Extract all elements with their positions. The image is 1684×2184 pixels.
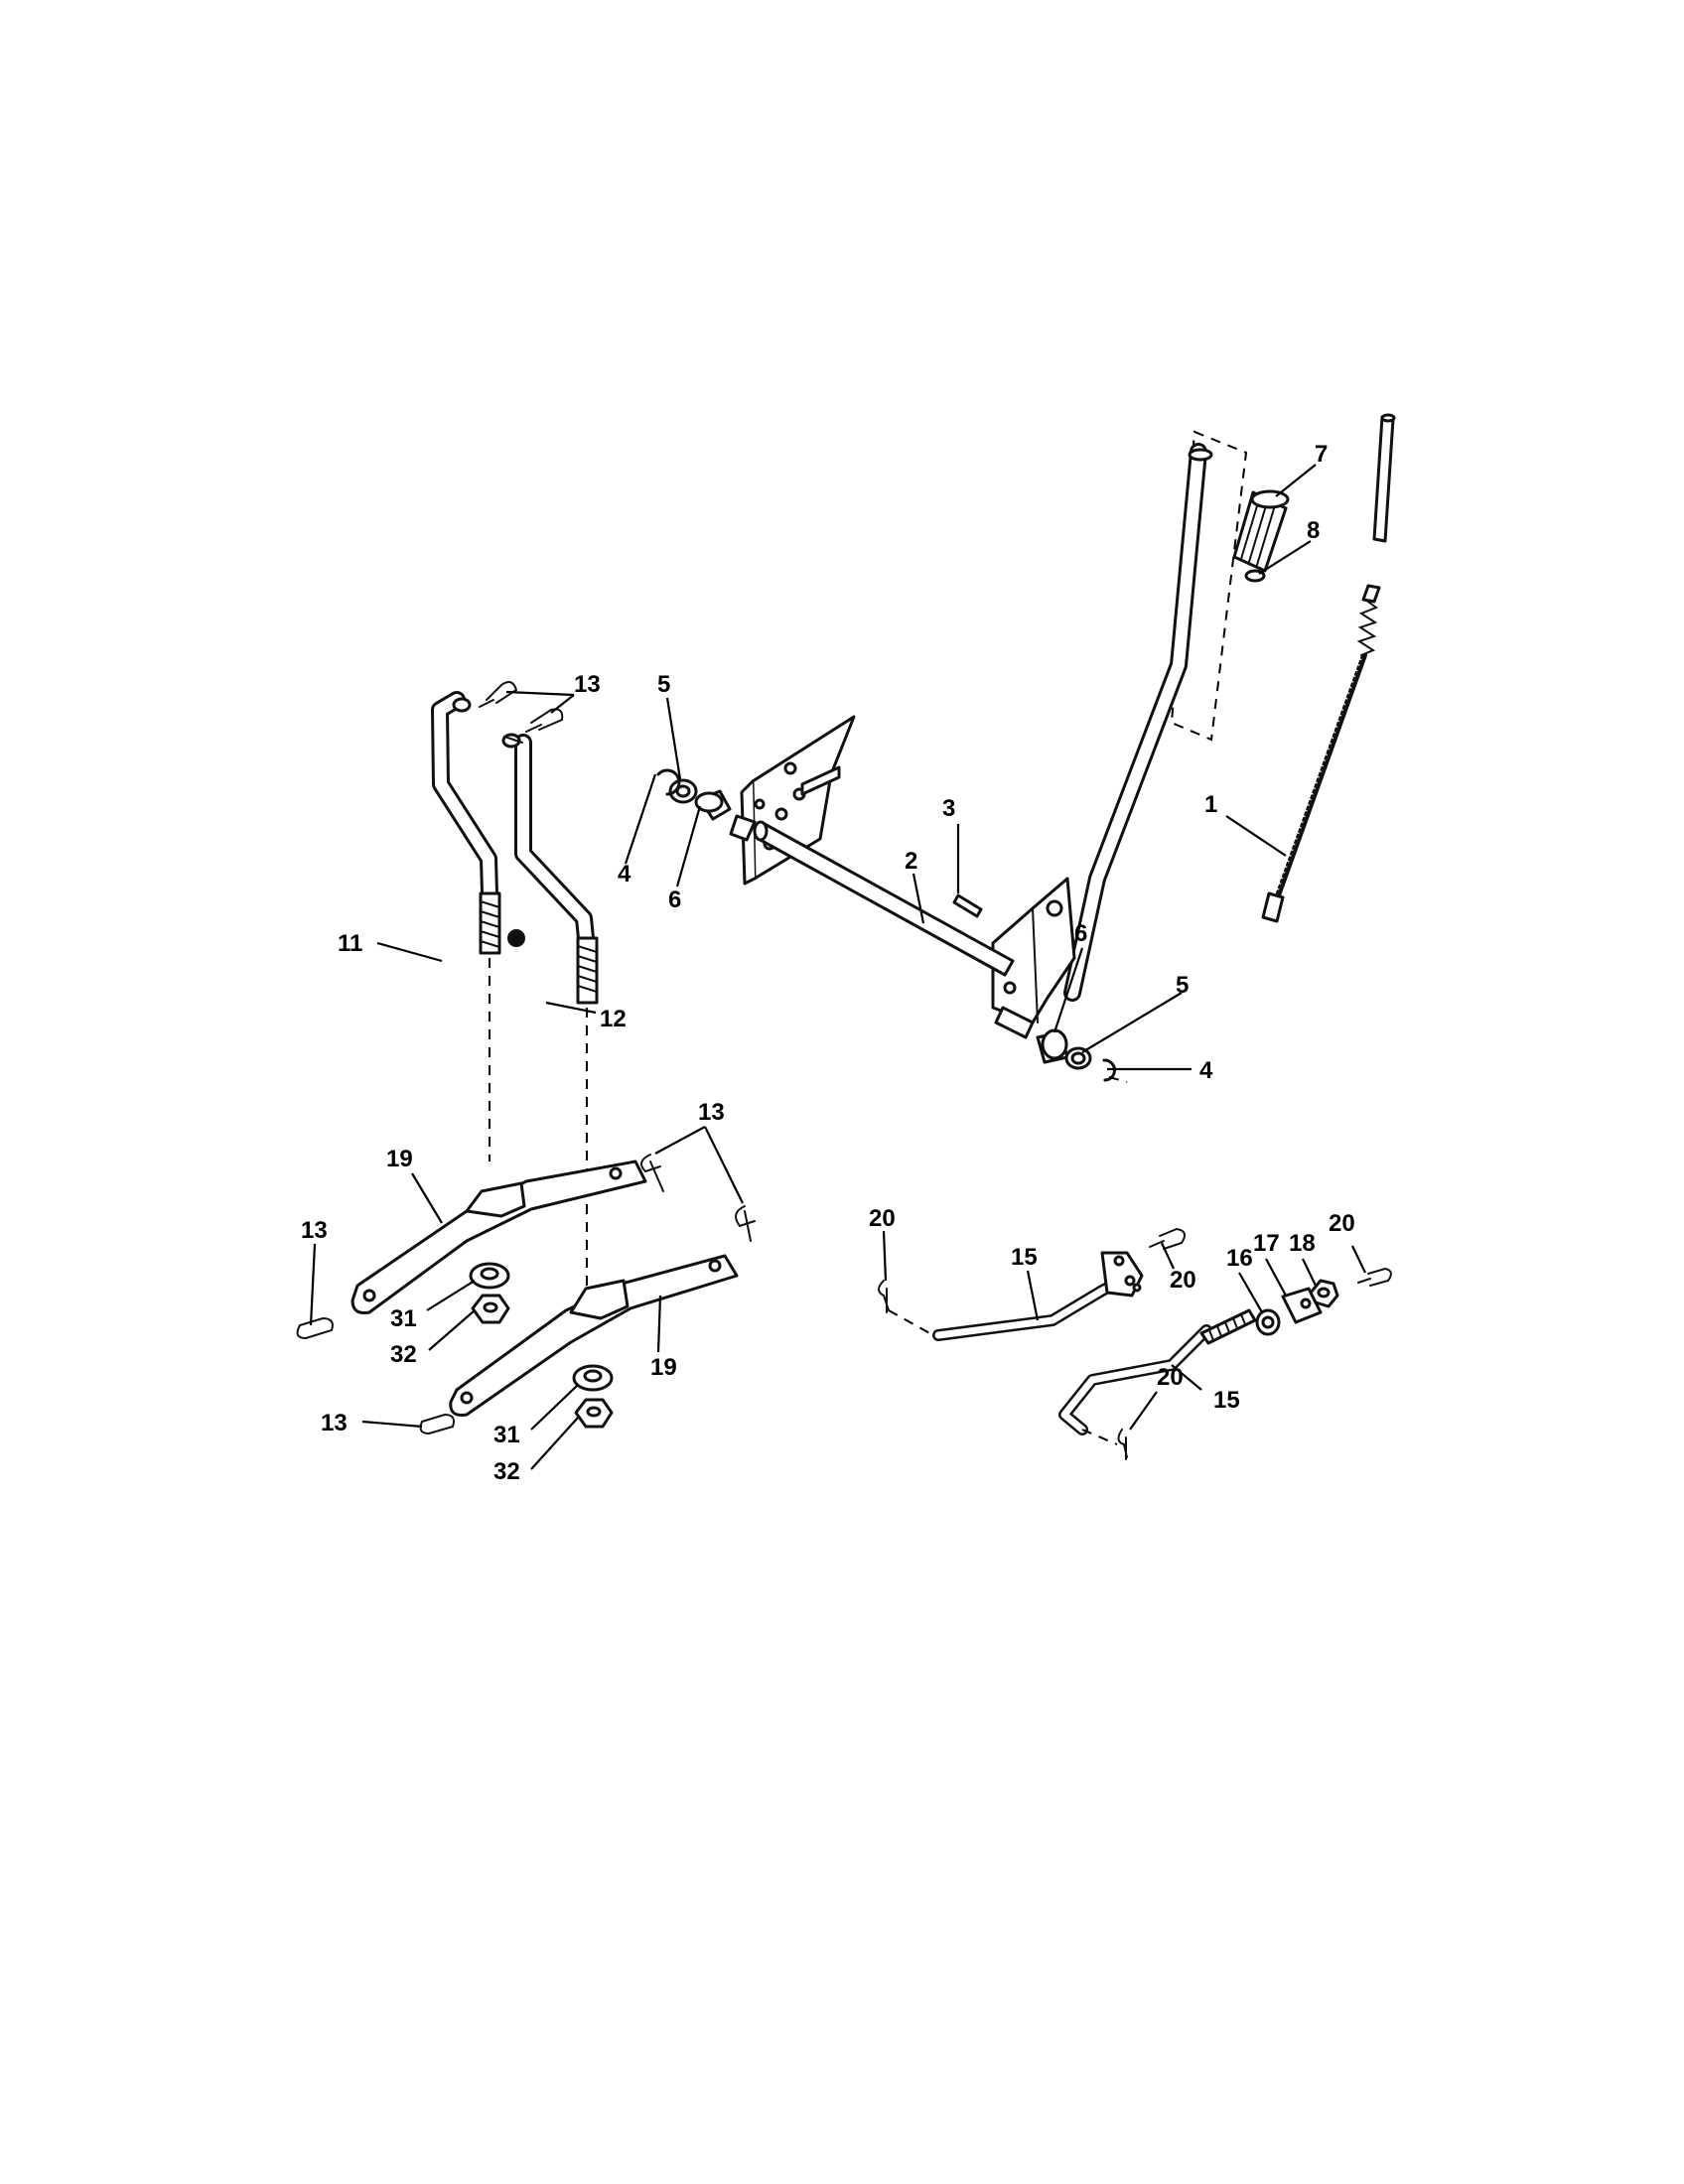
nut-32-lower	[574, 1398, 614, 1429]
callout-4-left: 4	[618, 861, 632, 887]
assembly-guide	[1081, 1429, 1118, 1445]
washer-31-upper	[469, 1262, 510, 1290]
washer-left	[668, 778, 698, 804]
washer-31-lower	[572, 1364, 614, 1392]
callout-3: 3	[942, 795, 955, 822]
cotter-pin-20-left	[878, 1280, 890, 1313]
hairpin-clip-right-b	[735, 1205, 756, 1242]
leader-lines	[309, 464, 1366, 1470]
callout-5-left: 5	[657, 671, 670, 698]
cotter-pin-20-upper	[1149, 1227, 1187, 1250]
adjustment-rod-lower	[1058, 1308, 1257, 1435]
nut-18	[1309, 1279, 1339, 1308]
callout-15-upper: 15	[1011, 1244, 1038, 1271]
adjustment-rod-upper	[932, 1251, 1144, 1341]
callout-17: 17	[1253, 1230, 1280, 1257]
callout-11: 11	[338, 930, 362, 957]
callout-20-right: 20	[1329, 1210, 1355, 1237]
hairpin-clip-upper-b	[525, 708, 564, 733]
callout-32-lower: 32	[493, 1458, 520, 1485]
lift-arm-lower	[449, 1254, 739, 1417]
callout-18: 18	[1289, 1230, 1316, 1257]
callout-2: 2	[905, 848, 917, 875]
lift-link-left	[431, 691, 501, 955]
callout-20-bottom: 20	[1157, 1364, 1184, 1391]
callout-19-upper: 19	[386, 1146, 413, 1172]
callout-20-left: 20	[869, 1205, 896, 1232]
callout-6-right: 6	[1074, 920, 1087, 947]
callout-15-lower: 15	[1213, 1387, 1240, 1414]
callout-19-lower: 19	[650, 1354, 677, 1381]
roll-pin	[952, 893, 983, 918]
bushing-left	[694, 789, 732, 821]
axis-line	[1108, 1076, 1128, 1083]
callout-13-right: 13	[698, 1099, 725, 1126]
nut-16	[1255, 1308, 1281, 1336]
callout-5-right: 5	[1176, 972, 1189, 999]
callout-1: 1	[1204, 791, 1217, 818]
callout-12: 12	[600, 1006, 627, 1032]
callout-32-upper: 32	[390, 1341, 417, 1368]
callout-13-top: 13	[574, 671, 601, 698]
callout-4-right: 4	[1199, 1057, 1213, 1084]
washer-right	[1064, 1046, 1092, 1070]
cotter-pin-20-right	[1357, 1267, 1392, 1287]
callout-7: 7	[1315, 441, 1328, 468]
lift-cable	[1261, 413, 1396, 923]
nut-32-upper	[471, 1294, 510, 1324]
cotter-pin-20-bottom	[1117, 1429, 1128, 1460]
lift-arm-upper	[351, 1160, 647, 1314]
callout-31-upper: 31	[390, 1305, 417, 1332]
callout-16: 16	[1226, 1245, 1253, 1272]
handle-grip	[1232, 489, 1290, 573]
hairpin-clip-left	[296, 1316, 334, 1340]
callout-6-left: 6	[668, 887, 681, 913]
block-17	[1281, 1287, 1323, 1324]
lift-handle	[991, 443, 1213, 1024]
callout-13-bottom: 13	[321, 1410, 348, 1436]
callout-labels: 7 8 1 3 2 5 4 6 6 5 4 13 11 12 13 19 13 …	[301, 441, 1355, 1485]
bushing-right	[1036, 1028, 1069, 1064]
assembly-guide	[888, 1309, 934, 1336]
callout-20-upper: 20	[1170, 1267, 1196, 1294]
retaining-ring-left	[656, 768, 681, 796]
hairpin-clip-right-a	[640, 1154, 664, 1192]
callout-8: 8	[1307, 517, 1320, 544]
hairpin-clip-bottom	[419, 1413, 455, 1435]
callout-13-left: 13	[301, 1217, 328, 1244]
callout-31-lower: 31	[493, 1422, 520, 1448]
lift-link-right	[501, 733, 599, 1005]
hairpin-clip-upper-a	[479, 680, 518, 708]
lift-shaft	[729, 814, 1035, 1039]
